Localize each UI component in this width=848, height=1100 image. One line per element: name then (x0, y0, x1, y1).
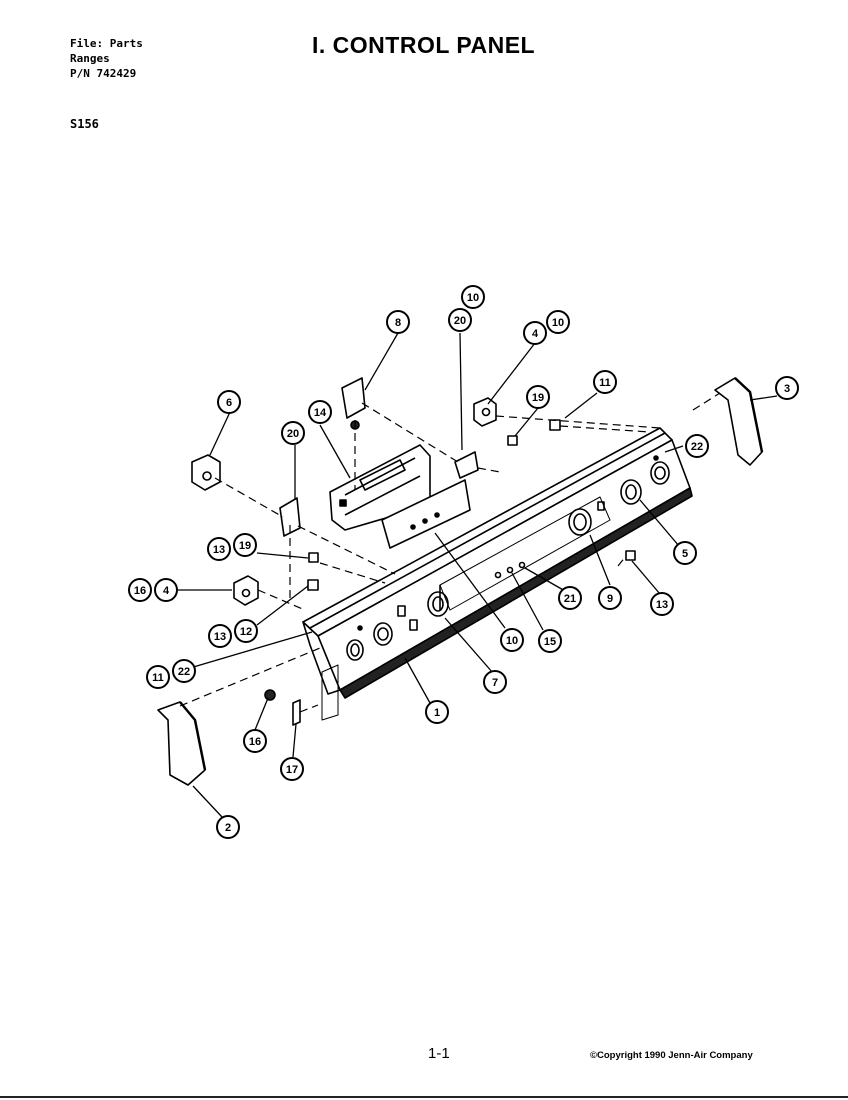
callout-label: 9 (607, 593, 613, 605)
callout-20: 20 (281, 421, 305, 445)
callout-12: 12 (234, 619, 258, 643)
callout-label: 16 (249, 736, 261, 748)
display-lens (381, 479, 471, 549)
callout-15: 15 (538, 629, 562, 653)
callout-label: 11 (599, 377, 611, 389)
callout-10: 10 (546, 310, 570, 334)
callout-label: 5 (682, 548, 688, 560)
page-title: I. CONTROL PANEL (312, 32, 536, 58)
callout-label: 2 (225, 822, 231, 834)
callout-11: 11 (593, 370, 617, 394)
callout-1: 1 (425, 700, 449, 724)
bottom-rule (0, 1096, 848, 1098)
callout-label: 14 (314, 407, 327, 419)
small-parts (191, 377, 636, 726)
callout-label: 4 (532, 328, 539, 340)
callout-10: 10 (461, 285, 485, 309)
callout-16: 16 (128, 578, 152, 602)
callout-label: 8 (395, 317, 401, 329)
callout-17: 17 (280, 757, 304, 781)
callout-19: 19 (233, 533, 257, 557)
callout-label: 3 (784, 383, 790, 395)
callout-label: 20 (454, 315, 466, 327)
callout-label: 1 (434, 707, 440, 719)
callout-13: 13 (207, 537, 231, 561)
category-label: Ranges (70, 52, 110, 65)
callout-label: 10 (467, 292, 479, 304)
callout-label: 16 (134, 585, 146, 597)
right-end-cap (714, 377, 764, 466)
callout-label: 11 (152, 672, 164, 684)
callout-10: 10 (500, 628, 524, 652)
callout-22: 22 (685, 434, 709, 458)
callout-label: 6 (226, 397, 232, 409)
callout-label: 13 (213, 544, 225, 556)
callout-9: 9 (598, 586, 622, 610)
callout-label: 12 (240, 626, 252, 638)
callout-11: 11 (146, 665, 170, 689)
callout-label: 22 (178, 666, 190, 678)
callout-label: 19 (532, 392, 544, 404)
copyright-notice: ©Copyright 1990 Jenn-Air Company (590, 1050, 753, 1061)
callout-5: 5 (673, 541, 697, 565)
callout-label: 10 (506, 635, 518, 647)
callout-6: 6 (217, 390, 241, 414)
callout-label: 19 (239, 540, 251, 552)
callout-label: 10 (552, 317, 564, 329)
leader-lines (176, 332, 778, 818)
callout-label: 20 (287, 428, 299, 440)
callout-label: 15 (544, 636, 556, 648)
callout-3: 3 (775, 376, 799, 400)
callout-20: 20 (448, 308, 472, 332)
callout-2: 2 (216, 815, 240, 839)
callout-22: 22 (172, 659, 196, 683)
page-number: 1-1 (428, 1045, 450, 1062)
callout-4: 4 (523, 321, 547, 345)
callout-label: 22 (691, 441, 703, 453)
callout-19: 19 (526, 385, 550, 409)
callout-label: 21 (564, 593, 576, 605)
file-info: File: Parts Ranges P/N 742429 (70, 36, 143, 81)
control-panel-body (302, 427, 693, 699)
callout-label: 17 (286, 764, 298, 776)
callout-13: 13 (208, 624, 232, 648)
callout-label: 13 (214, 631, 226, 643)
callout-4: 4 (154, 578, 178, 602)
callout-8: 8 (386, 310, 410, 334)
assembly-lines (179, 392, 721, 713)
callout-label: 13 (656, 599, 668, 611)
callout-14: 14 (308, 400, 332, 424)
model-number: S156 (70, 117, 99, 131)
part-number-label: P/N 742429 (70, 67, 137, 80)
callout-13: 13 (650, 592, 674, 616)
callout-16: 16 (243, 729, 267, 753)
callout-7: 7 (483, 670, 507, 694)
callout-21: 21 (558, 586, 582, 610)
left-end-cap (157, 701, 207, 786)
file-label: File: Parts (70, 37, 143, 50)
callout-label: 4 (163, 585, 170, 597)
callout-label: 7 (492, 677, 498, 689)
